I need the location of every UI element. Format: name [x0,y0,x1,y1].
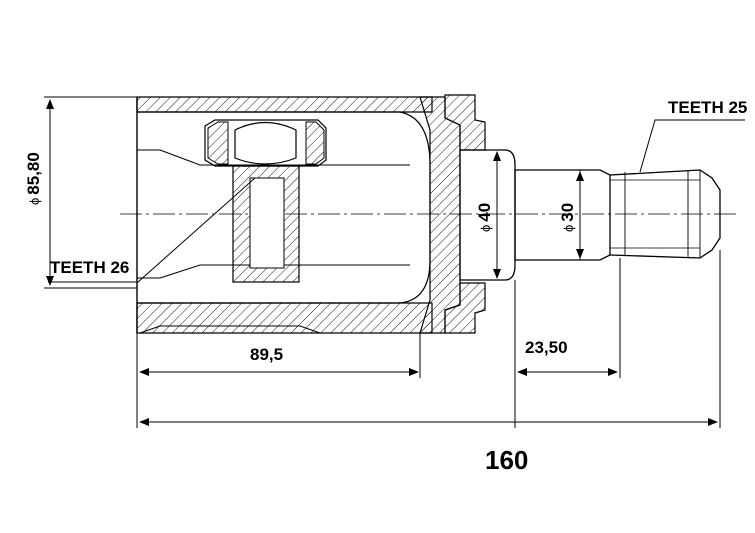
shoulder-diameter-value: 40 [475,202,494,222]
diameter-dimensions [44,96,584,289]
teeth-leaders [48,119,745,283]
phi-symbol: ϕ [561,224,576,232]
phi-symbol: ϕ [27,197,42,205]
outer-housing [136,96,433,334]
spline-diameter-label: ϕ 30 [558,203,578,232]
phi-symbol: ϕ [478,224,493,232]
teeth-right-label: TEETH 25 [668,98,748,117]
shoulder-diameter-label: ϕ 40 [475,203,495,232]
spline-diameter-value: 30 [558,202,577,222]
total-length-label: 160 [485,445,529,475]
housing-length-label: 89,5 [250,345,284,364]
housing-neck [419,94,486,334]
teeth-left-label: TEETH 26 [50,258,130,277]
housing-diameter-label: ϕ 85,80 [24,152,44,205]
stub-length-label: 23,50 [525,338,568,357]
housing-diameter-value: 85,80 [24,152,43,195]
length-dimensions [136,250,721,428]
stub-shaft [459,149,721,281]
tripod-roller [204,119,327,283]
